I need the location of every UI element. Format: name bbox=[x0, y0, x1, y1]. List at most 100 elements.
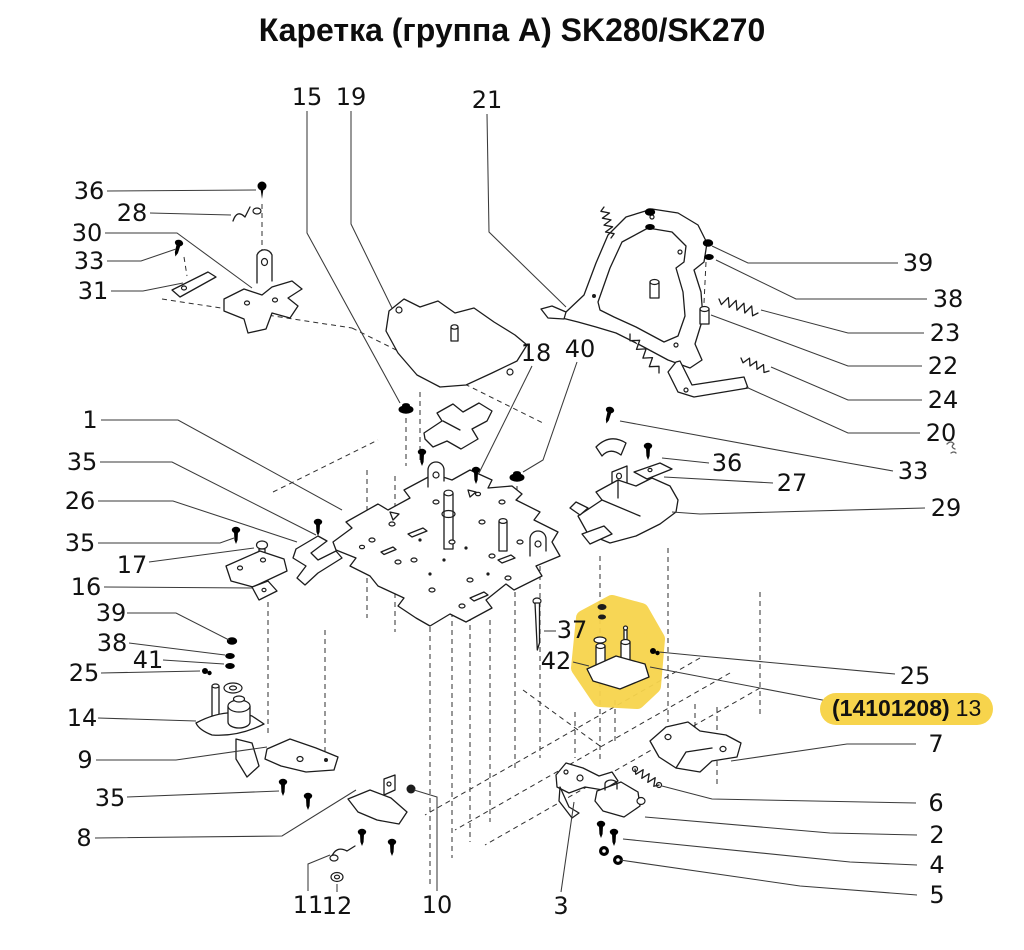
main-carriage-plate bbox=[332, 448, 561, 627]
leader-line bbox=[97, 717, 197, 722]
leader-line bbox=[770, 366, 922, 401]
part-label-25: 25 bbox=[69, 659, 100, 687]
part-label-14: 14 bbox=[67, 704, 98, 732]
part-label-33: 33 bbox=[898, 457, 929, 485]
part-label-26: 26 bbox=[65, 487, 96, 515]
part-label-12: 12 bbox=[322, 892, 353, 920]
part-code-number: (14101208) bbox=[832, 695, 950, 721]
part-label-2: 2 bbox=[929, 821, 944, 849]
bottom-right-assembly bbox=[555, 721, 742, 865]
leader-line bbox=[619, 859, 918, 896]
part-label-31: 31 bbox=[78, 277, 109, 305]
exploded-parts-drawing bbox=[171, 181, 957, 883]
leader-line bbox=[661, 457, 710, 464]
leader-line bbox=[730, 743, 916, 762]
part-label-17: 17 bbox=[117, 551, 148, 579]
cam-frame-assembly bbox=[540, 206, 770, 398]
cam-dial-assembly bbox=[195, 637, 339, 778]
leader-line bbox=[111, 282, 184, 292]
leader-line bbox=[127, 612, 230, 641]
part-label-6: 6 bbox=[928, 789, 943, 817]
leader-line bbox=[663, 476, 774, 484]
upper-plate-assembly bbox=[385, 298, 528, 450]
part-label-39: 39 bbox=[96, 599, 127, 627]
leader-line bbox=[98, 537, 235, 544]
part-label-25: 25 bbox=[900, 662, 931, 690]
part-label-23: 23 bbox=[930, 319, 961, 347]
leader-line bbox=[162, 659, 225, 665]
leader-line bbox=[306, 111, 401, 404]
part-label-4: 4 bbox=[929, 851, 944, 879]
lower-left-lever-assembly bbox=[278, 774, 416, 883]
part-label-10: 10 bbox=[422, 891, 453, 919]
leader-line bbox=[413, 789, 438, 891]
leader-line bbox=[478, 365, 533, 474]
leader-line bbox=[350, 111, 393, 309]
part-code-suffix: 13 bbox=[955, 695, 982, 721]
part-label-18: 18 bbox=[521, 339, 552, 367]
leader-line bbox=[101, 419, 343, 511]
leader-line bbox=[307, 854, 331, 891]
leader-line bbox=[128, 642, 226, 656]
part-label-16: 16 bbox=[71, 573, 102, 601]
part-label-27: 27 bbox=[777, 469, 808, 497]
leader-line bbox=[522, 361, 578, 473]
leader-line bbox=[711, 245, 898, 264]
part-label-42: 42 bbox=[541, 647, 572, 675]
pencil-smudge bbox=[946, 441, 957, 454]
leader-line bbox=[96, 746, 268, 761]
leader-line bbox=[486, 113, 567, 308]
part-label-3: 3 bbox=[553, 892, 568, 920]
leader-line bbox=[148, 547, 255, 563]
leader-line bbox=[715, 259, 927, 300]
leader-line bbox=[98, 500, 298, 543]
part-label-35: 35 bbox=[95, 784, 126, 812]
part-label-15: 15 bbox=[292, 83, 323, 111]
part-label-24: 24 bbox=[928, 386, 959, 414]
part-label-36: 36 bbox=[712, 449, 743, 477]
leader-line bbox=[94, 789, 357, 839]
left-bracket-assembly bbox=[225, 518, 343, 601]
plate-holes bbox=[358, 489, 524, 609]
leader-line bbox=[658, 651, 896, 675]
leader-line bbox=[760, 309, 924, 334]
part-label-19: 19 bbox=[336, 83, 367, 111]
part-label-37: 37 bbox=[557, 616, 588, 644]
leader-line bbox=[100, 670, 201, 674]
leader-line bbox=[572, 661, 590, 667]
part-label-35: 35 bbox=[67, 448, 98, 476]
leader-line bbox=[671, 507, 926, 515]
leader-line bbox=[661, 785, 917, 804]
part-label-9: 9 bbox=[77, 746, 92, 774]
part-label-38: 38 bbox=[97, 629, 128, 657]
part-label-7: 7 bbox=[928, 730, 943, 758]
leader-line bbox=[649, 666, 839, 704]
leader-line bbox=[106, 189, 257, 192]
part-label-39: 39 bbox=[903, 249, 934, 277]
leader-line bbox=[644, 816, 918, 836]
part-code-badge: (14101208)13 bbox=[820, 693, 994, 725]
part-label-33: 33 bbox=[74, 247, 105, 275]
leader-line bbox=[619, 420, 894, 472]
part-label-20: 20 bbox=[926, 419, 957, 447]
part-label-36: 36 bbox=[74, 177, 105, 205]
part-label-11: 11 bbox=[293, 891, 324, 919]
part-label-30: 30 bbox=[72, 219, 103, 247]
leader-line bbox=[126, 790, 280, 798]
part-label-21: 21 bbox=[472, 86, 503, 114]
part-label-35: 35 bbox=[65, 529, 96, 557]
part-label-41: 41 bbox=[133, 646, 164, 674]
part-label-40: 40 bbox=[565, 335, 596, 363]
top-left-bracket-assembly bbox=[171, 181, 303, 334]
part-label-1: 1 bbox=[82, 406, 97, 434]
leader-line bbox=[100, 461, 317, 536]
page-title: Каретка (группа А) SK280/SK270 bbox=[258, 12, 766, 48]
part-label-29: 29 bbox=[931, 494, 962, 522]
part-label-38: 38 bbox=[933, 285, 964, 313]
leader-line bbox=[105, 232, 253, 289]
leader-line bbox=[560, 801, 575, 893]
highlighted-part-42-assembly bbox=[532, 595, 665, 709]
part-label-28: 28 bbox=[117, 199, 148, 227]
